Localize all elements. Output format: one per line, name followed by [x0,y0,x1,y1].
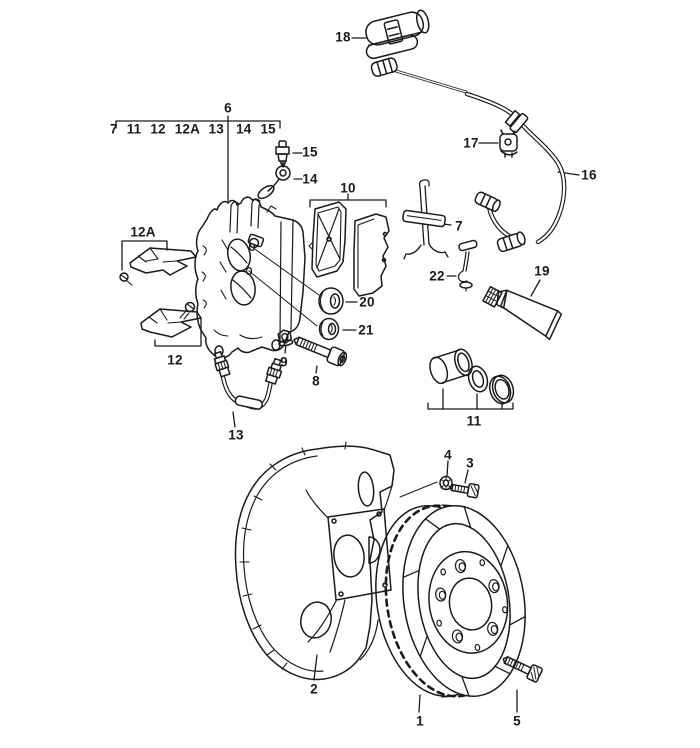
flange-nut-4 [439,475,453,491]
callout-3: 3 [466,455,474,471]
cable-clip [499,129,518,158]
retaining-plate-12 [140,301,202,338]
retainer-pin [457,239,478,292]
callout-header-right: 14 15 [236,121,276,137]
brake-pads [308,201,390,297]
callout-6: 6 [224,100,232,116]
callout-14: 14 [302,171,318,187]
callout-7: 7 [455,218,463,234]
callout-22: 22 [429,268,445,284]
bore-cap-small [318,317,340,341]
callout-17: 17 [463,135,479,151]
callout-8: 8 [312,373,320,389]
retaining-plate-12a [119,247,197,286]
wheel-bolt-5 [502,656,543,683]
brake-caliper [194,196,306,359]
callout-1: 1 [416,713,424,729]
socket-bolt [293,336,348,367]
callout-4: 4 [444,447,452,463]
hex-bolt-3 [448,483,480,499]
callout-12a: 12A [130,224,156,240]
wear-sensor-cable [370,57,567,253]
callout-9: 9 [280,354,288,370]
grease-tube [482,285,563,341]
callout-13: 13 [228,427,244,443]
callout-21: 21 [358,322,374,338]
callout-20: 20 [359,294,375,310]
callout-15: 15 [302,144,318,160]
callout-10: 10 [340,180,356,196]
callout-16: 16 [581,167,597,183]
flange-nut-9 [277,329,294,347]
bore-cap-large [318,287,344,315]
brake-hose [213,351,283,410]
callout-12: 12 [167,352,183,368]
spreader-spring [402,179,449,260]
banjo-fitting [257,161,291,200]
callout-18: 18 [335,29,351,45]
callout-2: 2 [310,681,318,697]
splash-shield [234,441,395,681]
callout-5: 5 [513,713,521,729]
cable-clamp [365,9,430,60]
callout-11: 11 [466,413,482,429]
callout-lines [115,37,580,713]
callout-19: 19 [534,263,550,279]
brake-disc [375,504,526,698]
bleeder-valve [275,140,290,168]
repair-kit [429,348,515,405]
callout-header-left: 7 11 12 12A 13 [110,121,224,137]
